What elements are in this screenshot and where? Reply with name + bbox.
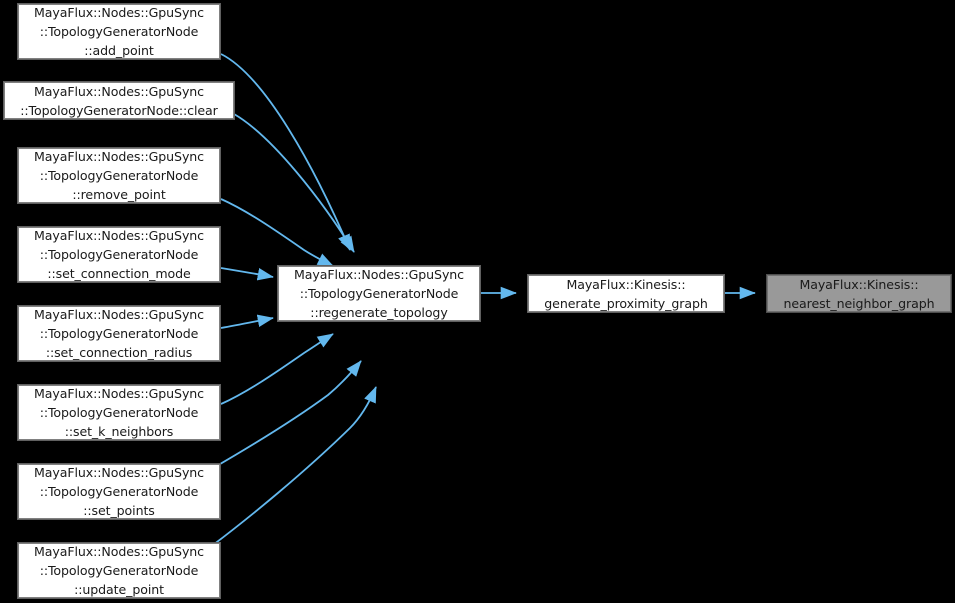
edge-update_point-to-regenerate_topology (212, 386, 377, 546)
node-label-line: nearest_neighbor_graph (783, 295, 935, 311)
node-label-line: ::TopologyGeneratorNode (299, 286, 459, 301)
node-label-line: ::TopologyGeneratorNode (39, 484, 199, 499)
node-set_k_neighbors[interactable]: MayaFlux::Nodes::GpuSync::TopologyGenera… (17, 384, 221, 441)
node-label-line: MayaFlux::Nodes::GpuSync (33, 544, 205, 559)
node-label-line: MayaFlux::Nodes::GpuSync (33, 5, 205, 20)
node-label-line: MayaFlux::Nodes::GpuSync (33, 307, 205, 322)
node-label-line: ::update_point (74, 582, 164, 597)
edge-set_points-to-regenerate_topology (214, 360, 362, 468)
node-label-line: generate_proximity_graph (544, 295, 708, 311)
node-add_point[interactable]: MayaFlux::Nodes::GpuSync::TopologyGenera… (17, 3, 221, 60)
edge-remove_point-to-regenerate_topology (220, 198, 334, 267)
node-label-line: ::TopologyGeneratorNode (39, 247, 199, 262)
node-label-line: ::TopologyGeneratorNode (39, 168, 199, 183)
edge-set_k_neighbors-to-regenerate_topology (220, 333, 334, 405)
node-set_points[interactable]: MayaFlux::Nodes::GpuSync::TopologyGenera… (17, 463, 221, 520)
node-label-line: ::remove_point (72, 187, 166, 202)
node-label-line: MayaFlux::Kinesis:: (799, 276, 919, 292)
node-set_connection_mode[interactable]: MayaFlux::Nodes::GpuSync::TopologyGenera… (17, 226, 221, 283)
node-generate_proximity_graph[interactable]: MayaFlux::Kinesis::generate_proximity_gr… (527, 274, 725, 313)
node-label-line: ::TopologyGeneratorNode (39, 563, 199, 578)
edge-set_connection_radius-to-regenerate_topology (220, 314, 274, 329)
node-label-line: MayaFlux::Kinesis:: (566, 276, 686, 292)
node-label-line: ::set_connection_mode (47, 266, 191, 281)
node-set_connection_radius[interactable]: MayaFlux::Nodes::GpuSync::TopologyGenera… (17, 305, 221, 362)
node-remove_point[interactable]: MayaFlux::Nodes::GpuSync::TopologyGenera… (17, 147, 221, 204)
node-label-line: ::TopologyGeneratorNode::clear (20, 102, 218, 118)
node-label-line: ::set_connection_radius (45, 345, 193, 360)
node-label-line: ::set_points (83, 503, 155, 518)
node-label-line: ::add_point (84, 43, 154, 58)
node-label-line: ::TopologyGeneratorNode (39, 24, 199, 39)
node-label-line: MayaFlux::Nodes::GpuSync (33, 386, 205, 401)
node-label-line: MayaFlux::Nodes::GpuSync (33, 228, 205, 243)
node-label-line: MayaFlux::Nodes::GpuSync (293, 267, 465, 282)
node-nearest_neighbor_graph[interactable]: MayaFlux::Kinesis::nearest_neighbor_grap… (766, 274, 952, 313)
node-regenerate_topology[interactable]: MayaFlux::Nodes::GpuSync::TopologyGenera… (277, 265, 481, 322)
node-label-line: MayaFlux::Nodes::GpuSync (33, 83, 205, 99)
edge-add_point-to-regenerate_topology (220, 53, 351, 251)
node-label-line: ::TopologyGeneratorNode (39, 326, 199, 341)
edge-set_connection_mode-to-regenerate_topology (220, 267, 274, 281)
node-label-line: ::set_k_neighbors (64, 424, 174, 439)
node-label-line: ::TopologyGeneratorNode (39, 405, 199, 420)
node-update_point[interactable]: MayaFlux::Nodes::GpuSync::TopologyGenera… (17, 542, 221, 599)
node-clear[interactable]: MayaFlux::Nodes::GpuSync::TopologyGenera… (3, 81, 235, 120)
node-label-line: MayaFlux::Nodes::GpuSync (33, 465, 205, 480)
node-label-line: MayaFlux::Nodes::GpuSync (33, 149, 205, 164)
edge-clear-to-regenerate_topology (233, 113, 355, 253)
node-label-line: ::regenerate_topology (310, 305, 448, 320)
